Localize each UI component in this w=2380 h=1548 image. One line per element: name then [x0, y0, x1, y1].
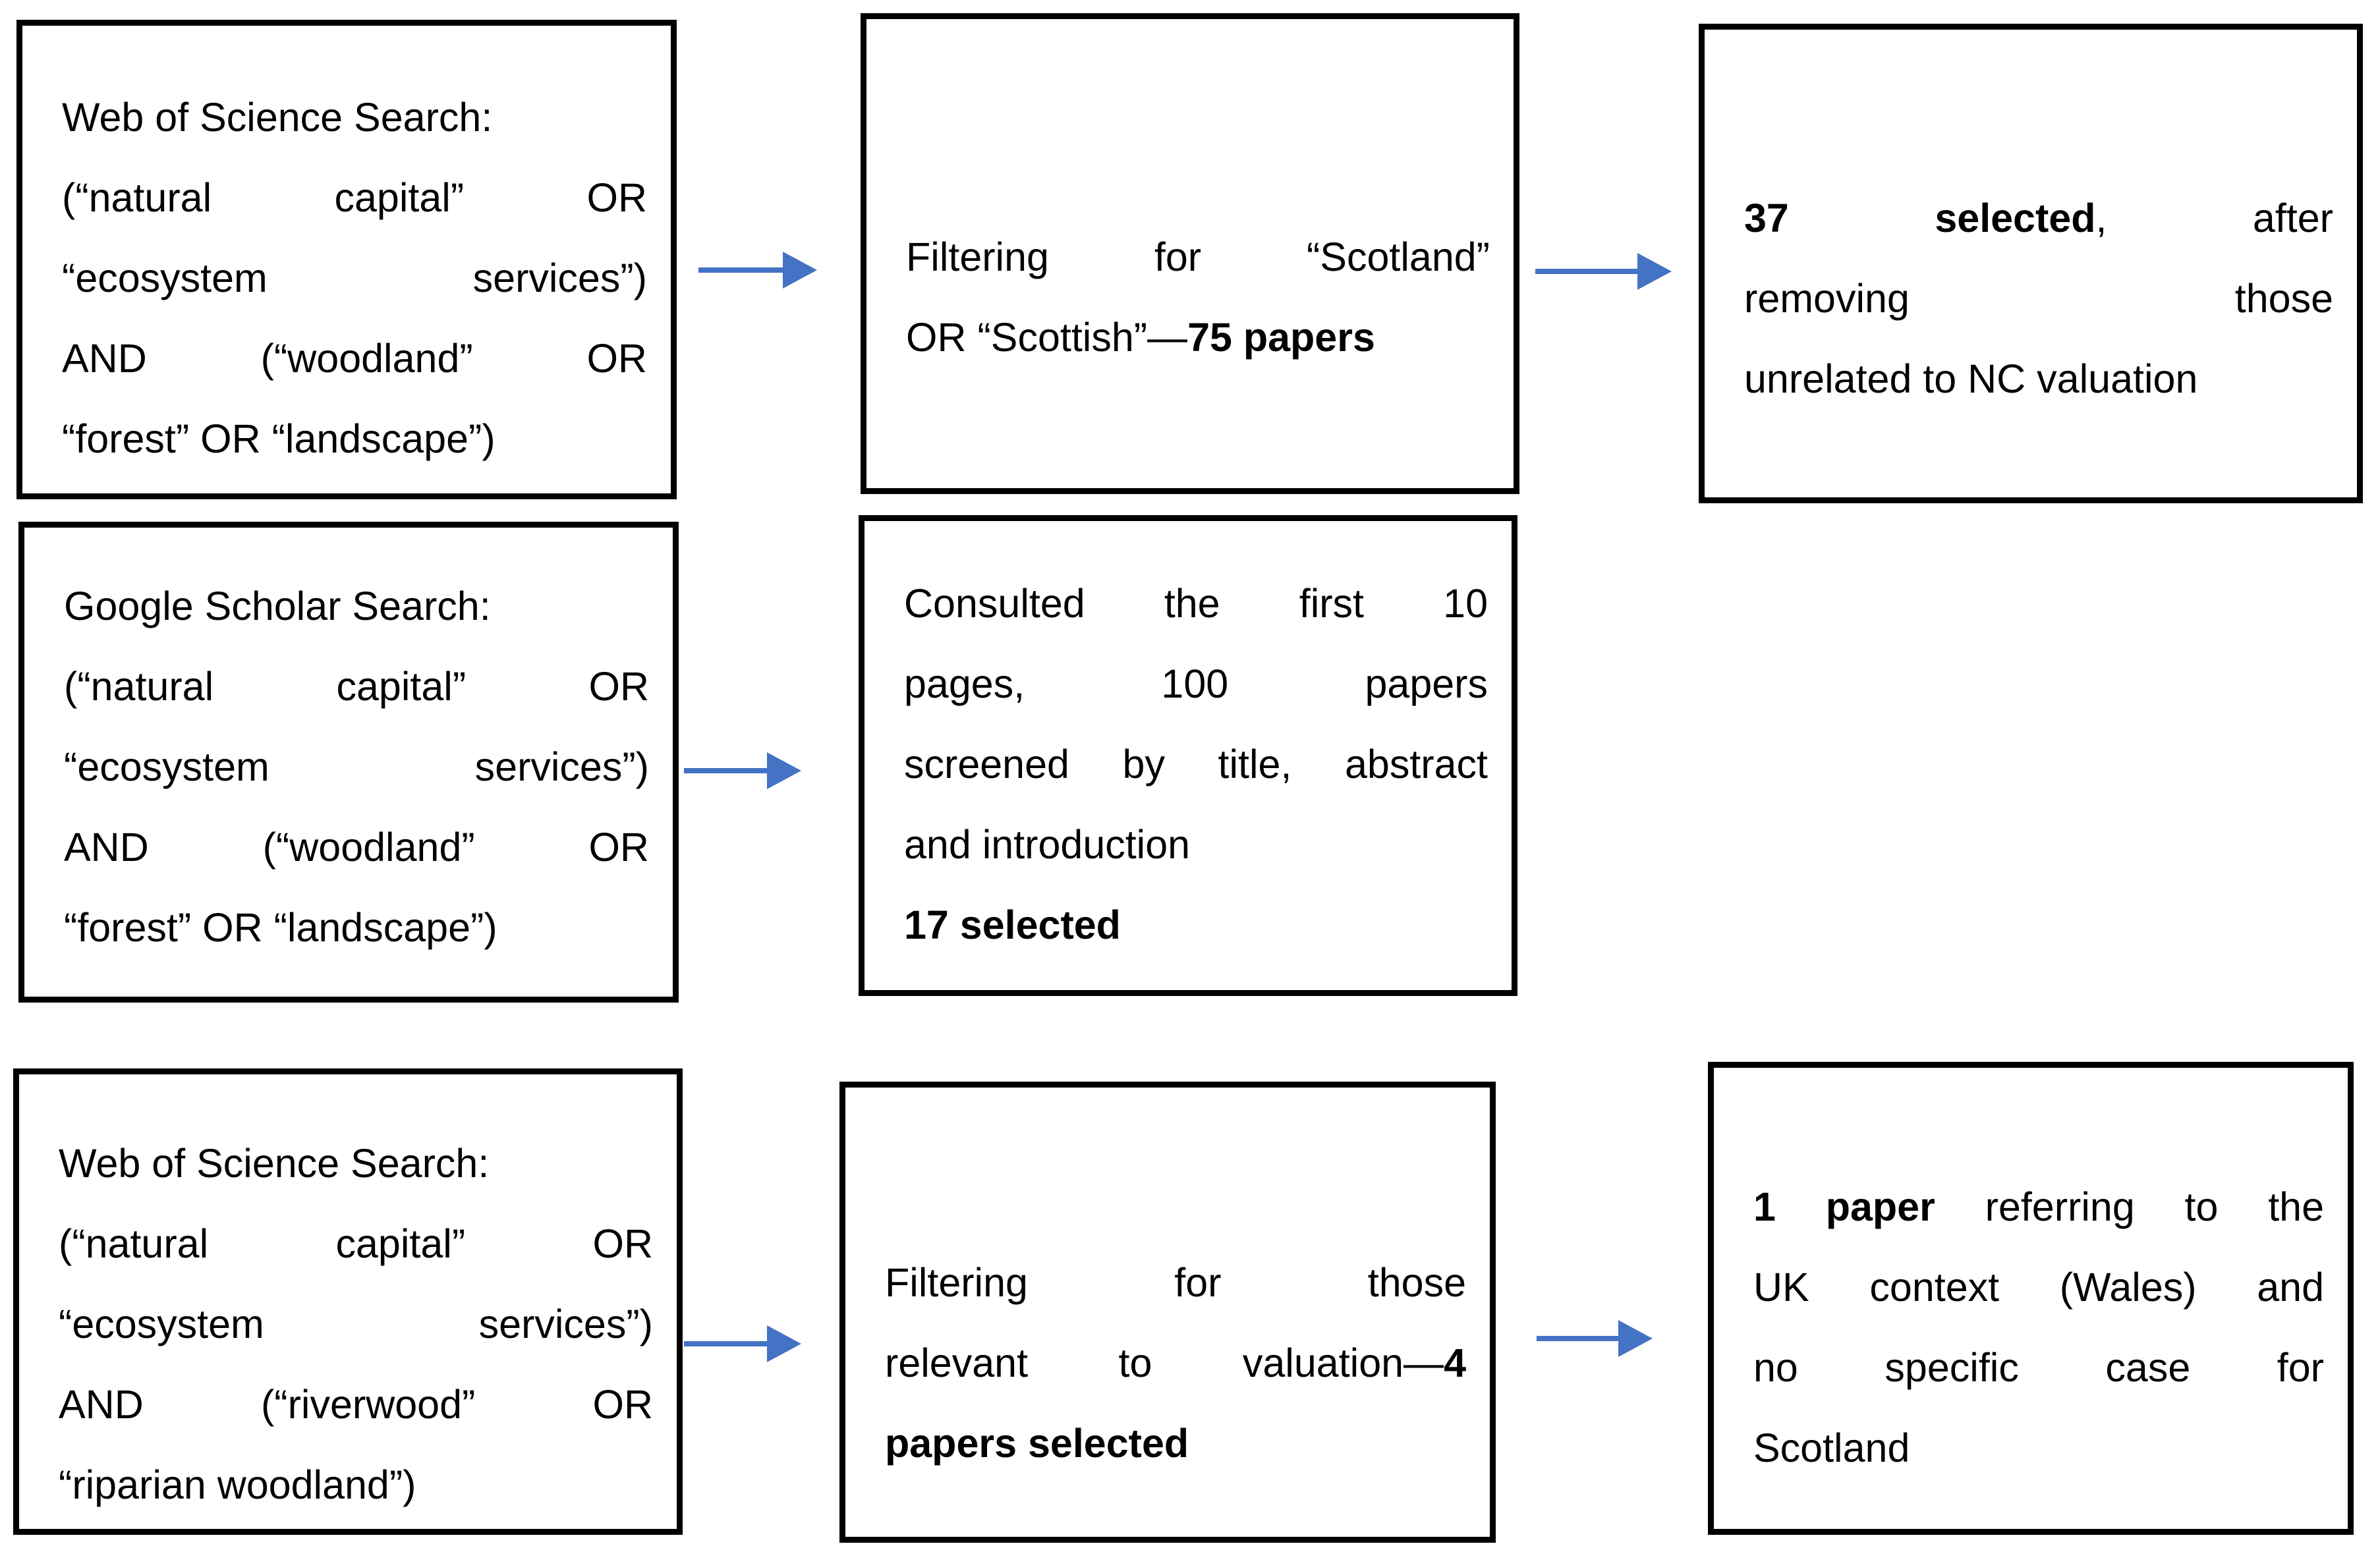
text-segment: AND (“riverwood” OR: [59, 1382, 653, 1427]
text-segment: Filtering for “Scotland”: [906, 235, 1490, 279]
box-filter-scotland: Filtering for “Scotland” OR “Scottish”—75…: [861, 13, 1519, 494]
text-segment: unrelated to NC valuation: [1744, 356, 2198, 401]
text-segment: relevant to valuation—: [885, 1341, 1444, 1385]
box-1-paper-wales: 1 paper referring to the UK context (Wale…: [1708, 1062, 2354, 1535]
text-line: Filtering for “Scotland”: [906, 217, 1490, 297]
text-line: relevant to valuation—4: [885, 1323, 1466, 1403]
arrow-shaft: [1535, 269, 1639, 274]
text-segment: , after: [2095, 196, 2334, 240]
text-segment: removing those: [1744, 276, 2333, 321]
text-line: AND (“woodland” OR: [62, 318, 647, 399]
text-line: “forest” OR “landscape”): [62, 399, 647, 479]
text-line: (“natural capital” OR: [62, 157, 647, 238]
arrowhead-icon: [1637, 253, 1672, 290]
text-line: Google Scholar Search:: [64, 566, 649, 646]
text-line: “ecosystem services”): [64, 727, 649, 807]
box-wos-search-riverwood: Web of Science Search: (“natural capital”…: [13, 1068, 683, 1535]
text-segment: “forest” OR “landscape”): [62, 416, 496, 461]
box-consulted-100-papers: Consulted the first 10 pages, 100 papers s…: [859, 515, 1517, 996]
box-google-scholar-search: Google Scholar Search: (“natural capital”…: [18, 522, 679, 1003]
arrow-wos1-to-filter-scotland: [698, 250, 817, 290]
text-line: Consulted the first 10: [904, 563, 1488, 644]
arrowhead-icon: [1618, 1320, 1653, 1357]
text-segment: Google Scholar Search:: [64, 584, 491, 628]
text-segment: referring to the: [1935, 1184, 2324, 1229]
text-segment: Web of Science Search:: [62, 95, 493, 140]
text-segment: (“natural capital” OR: [64, 664, 649, 709]
text-segment: AND (“woodland” OR: [64, 825, 649, 870]
text-line: 37 selected, after: [1744, 178, 2333, 258]
text-line: “ecosystem services”): [59, 1284, 653, 1364]
text-segment: Filtering for those: [885, 1260, 1466, 1305]
text-segment: and introduction: [904, 822, 1191, 867]
arrow-shaft: [684, 1341, 769, 1346]
text-segment: Web of Science Search:: [59, 1141, 490, 1186]
arrow-shaft: [698, 267, 785, 273]
text-segment: OR “Scottish”—: [906, 315, 1188, 360]
arrow-shaft: [684, 768, 769, 773]
text-line: Web of Science Search:: [59, 1123, 653, 1203]
arrow-shaft: [1537, 1336, 1620, 1341]
text-segment: Consulted the first 10: [904, 581, 1488, 626]
text-segment: AND (“woodland” OR: [62, 336, 647, 381]
bold-text-segment: 75 papers: [1187, 315, 1375, 360]
text-segment: (“natural capital” OR: [62, 175, 647, 220]
text-segment: Scotland: [1753, 1425, 1910, 1470]
text-line: 1 paper referring to the: [1753, 1167, 2324, 1247]
text-line: “ecosystem services”): [62, 238, 647, 318]
text-segment: “ecosystem services”): [62, 256, 647, 300]
text-segment: UK context (Wales) and: [1753, 1265, 2324, 1310]
text-line: unrelated to NC valuation: [1744, 339, 2333, 419]
arrowhead-icon: [767, 752, 801, 789]
text-line: and introduction: [904, 804, 1488, 885]
text-segment: (“natural capital” OR: [59, 1221, 653, 1266]
bold-text-segment: 17 selected: [904, 902, 1121, 947]
arrow-filter-scotland-to-37-selected: [1535, 252, 1672, 291]
arrowhead-icon: [767, 1325, 801, 1362]
bold-text-segment: 4: [1444, 1341, 1466, 1385]
text-line: Filtering for those: [885, 1242, 1466, 1323]
text-segment: “riparian woodland”): [59, 1462, 416, 1507]
text-segment: “ecosystem services”): [64, 744, 649, 789]
text-line: “forest” OR “landscape”): [64, 887, 649, 968]
text-line: UK context (Wales) and: [1753, 1247, 2324, 1327]
box-filter-valuation: Filtering for those relevant to valuation…: [839, 1082, 1496, 1543]
text-segment: pages, 100 papers: [904, 661, 1488, 706]
text-line: 17 selected: [904, 885, 1488, 965]
text-segment: “forest” OR “landscape”): [64, 905, 497, 950]
box-37-selected: 37 selected, after removing those unrelate…: [1699, 24, 2363, 503]
text-line: no specific case for: [1753, 1327, 2324, 1408]
arrowhead-icon: [783, 252, 817, 289]
text-line: pages, 100 papers: [904, 644, 1488, 724]
text-segment: no specific case for: [1753, 1345, 2324, 1390]
box-wos-search-woodland: Web of Science Search: (“natural capital”…: [16, 20, 677, 499]
arrow-wos2-to-filter-valuation: [684, 1324, 801, 1364]
arrow-filter-valuation-to-1-paper: [1537, 1319, 1653, 1358]
text-line: AND (“riverwood” OR: [59, 1364, 653, 1445]
text-line: removing those: [1744, 258, 2333, 339]
text-segment: screened by title, abstract: [904, 742, 1488, 787]
text-line: (“natural capital” OR: [64, 646, 649, 727]
bold-text-segment: 37 selected: [1744, 196, 2096, 240]
text-segment: “ecosystem services”): [59, 1302, 653, 1346]
text-line: (“natural capital” OR: [59, 1203, 653, 1284]
text-line: screened by title, abstract: [904, 724, 1488, 804]
bold-text-segment: 1 paper: [1753, 1184, 1935, 1229]
bold-text-segment: papers selected: [885, 1421, 1189, 1466]
text-line: “riparian woodland”): [59, 1445, 653, 1525]
arrow-scholar-to-consulted: [684, 751, 801, 790]
text-line: AND (“woodland” OR: [64, 807, 649, 887]
text-line: Scotland: [1753, 1408, 2324, 1488]
text-line: papers selected: [885, 1403, 1466, 1483]
text-line: OR “Scottish”—75 papers: [906, 297, 1490, 377]
text-line: Web of Science Search:: [62, 77, 647, 157]
